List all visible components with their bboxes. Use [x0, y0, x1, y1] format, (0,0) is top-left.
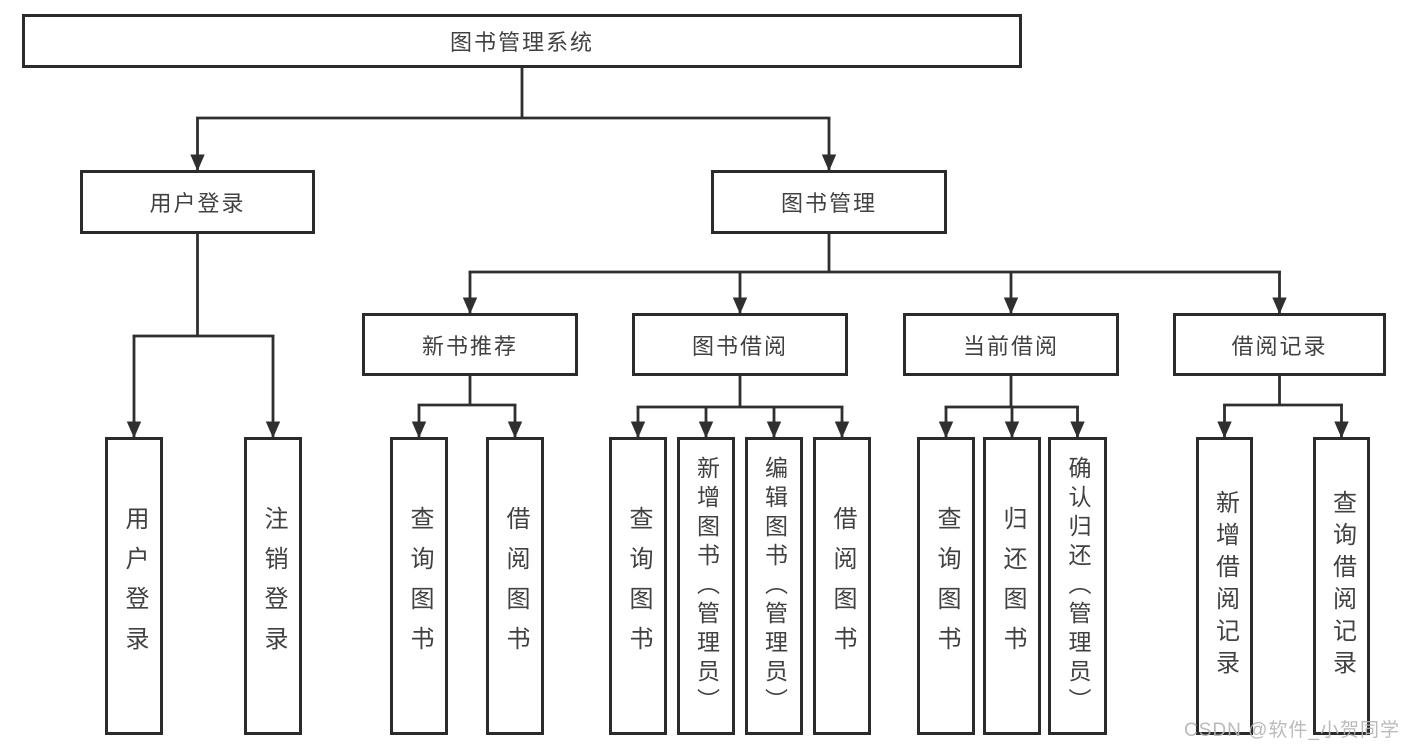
- node-records: 借阅记录: [1173, 313, 1386, 376]
- node-records-query: 查询借阅记录: [1313, 437, 1370, 735]
- node-borrow-add: 新增图书（管理员）: [677, 437, 735, 735]
- node-label-current-confirm: 确认归还（管理员）: [1065, 455, 1091, 717]
- node-label-rec: 新书推荐: [421, 333, 518, 359]
- node-label-root: 图书管理系统: [449, 30, 594, 55]
- node-label-current: 当前借阅: [962, 333, 1059, 359]
- node-label-login-user: 用户登录: [121, 506, 148, 666]
- node-current: 当前借阅: [903, 313, 1119, 376]
- node-current-query: 查询图书: [917, 437, 975, 735]
- node-login-logout: 注销登录: [244, 437, 302, 735]
- node-label-records-query: 查询借阅记录: [1328, 490, 1356, 682]
- node-borrow-borrow: 借阅图书: [813, 437, 871, 735]
- node-login-user: 用户登录: [105, 437, 163, 735]
- node-label-login-logout: 注销登录: [260, 506, 287, 666]
- node-login: 用户登录: [80, 170, 315, 234]
- node-current-return: 归还图书: [983, 437, 1041, 735]
- node-label-borrow-edit: 编辑图书（管理员）: [761, 455, 788, 717]
- node-label-rec-query: 查询图书: [406, 506, 433, 666]
- node-borrow: 图书借阅: [632, 313, 848, 376]
- node-borrow-query: 查询图书: [609, 437, 667, 735]
- node-label-mgmt: 图书管理: [780, 191, 877, 216]
- node-label-records-add: 新增借阅记录: [1211, 490, 1239, 682]
- node-root: 图书管理系统: [22, 14, 1022, 68]
- node-label-rec-borrow: 借阅图书: [502, 506, 529, 666]
- node-borrow-edit: 编辑图书（管理员）: [745, 437, 803, 735]
- node-rec-query: 查询图书: [390, 437, 448, 735]
- node-label-records: 借阅记录: [1231, 333, 1328, 359]
- node-label-borrow-borrow: 借阅图书: [829, 506, 856, 666]
- node-label-borrow: 图书借阅: [691, 333, 788, 359]
- node-label-login: 用户登录: [149, 191, 246, 216]
- node-rec-borrow: 借阅图书: [486, 437, 544, 735]
- watermark: CSDN @软件_小贺同学: [1184, 720, 1400, 741]
- node-label-current-query: 查询图书: [933, 506, 960, 666]
- node-mgmt: 图书管理: [711, 170, 947, 234]
- node-current-confirm: 确认归还（管理员）: [1048, 437, 1107, 735]
- node-rec: 新书推荐: [362, 313, 578, 376]
- node-records-add: 新增借阅记录: [1196, 437, 1253, 735]
- node-label-borrow-add: 新增图书（管理员）: [693, 455, 720, 717]
- node-label-borrow-query: 查询图书: [625, 506, 652, 666]
- node-label-current-return: 归还图书: [999, 506, 1026, 666]
